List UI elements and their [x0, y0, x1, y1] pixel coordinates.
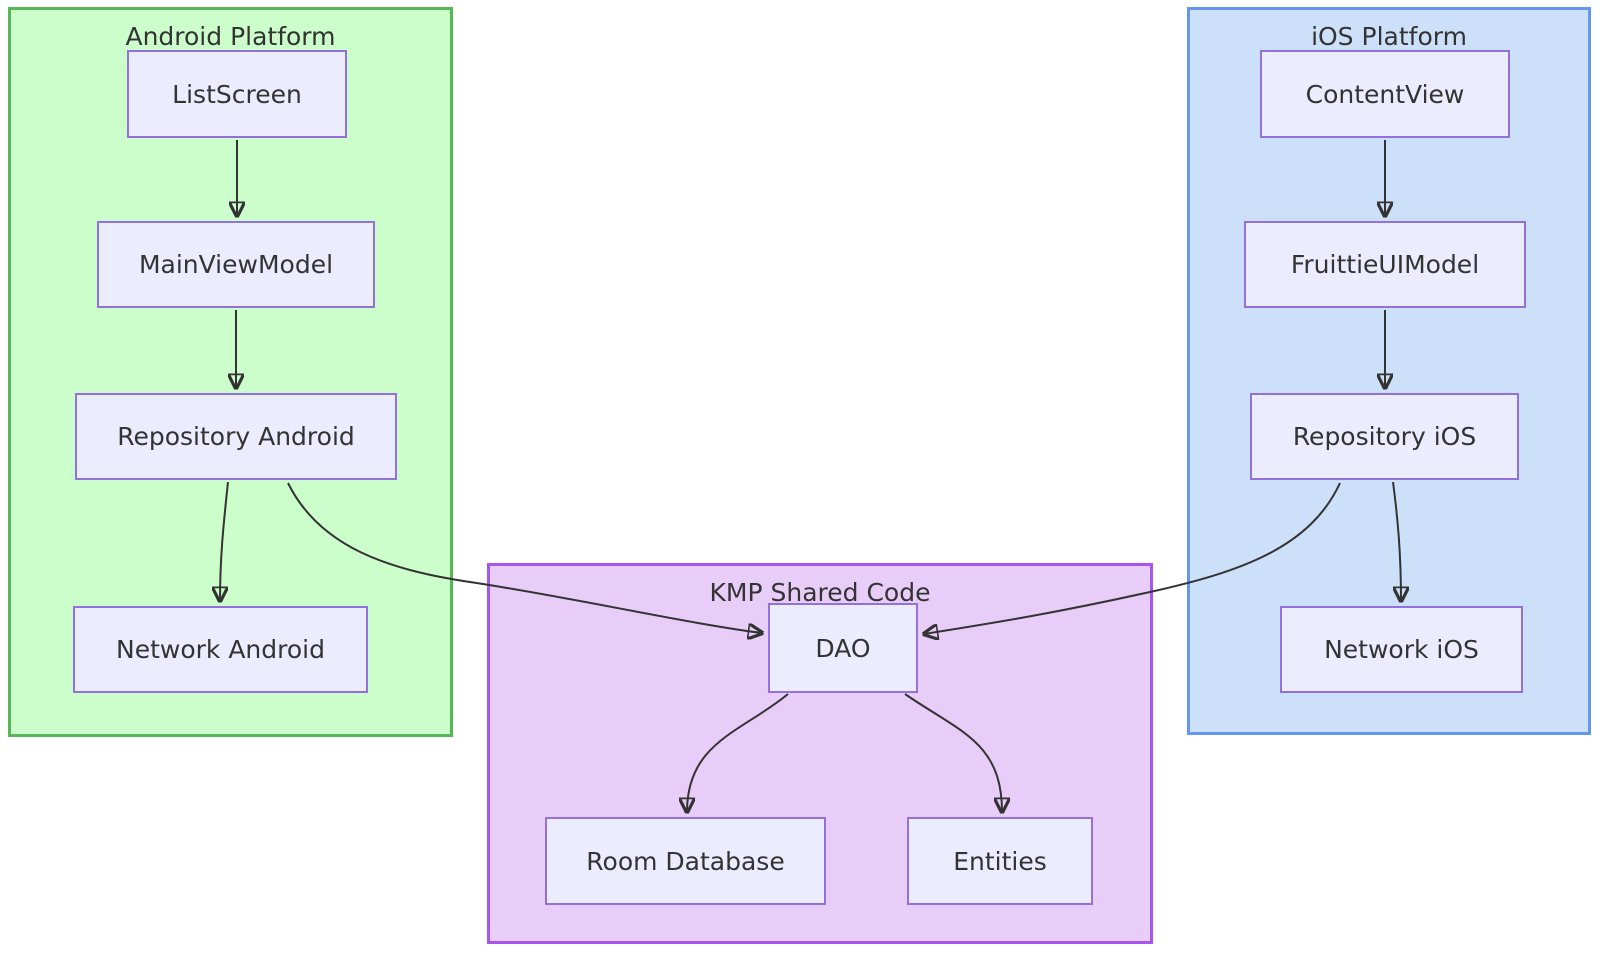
group-android-platform-title: Android Platform — [125, 22, 336, 51]
node-network-ios: Network iOS — [1280, 606, 1523, 693]
node-mainviewmodel: MainViewModel — [97, 221, 375, 308]
node-dao: DAO — [768, 603, 918, 693]
node-network-android: Network Android — [73, 606, 368, 693]
node-contentview: ContentView — [1260, 50, 1510, 138]
group-ios-platform-title: iOS Platform — [1311, 22, 1467, 51]
node-fruittieuimodel: FruittieUIModel — [1244, 221, 1526, 308]
node-entities: Entities — [907, 817, 1093, 905]
node-repository-android: Repository Android — [75, 393, 397, 480]
node-listscreen: ListScreen — [127, 50, 347, 138]
node-room-database: Room Database — [545, 817, 826, 905]
node-repository-ios: Repository iOS — [1250, 393, 1519, 480]
